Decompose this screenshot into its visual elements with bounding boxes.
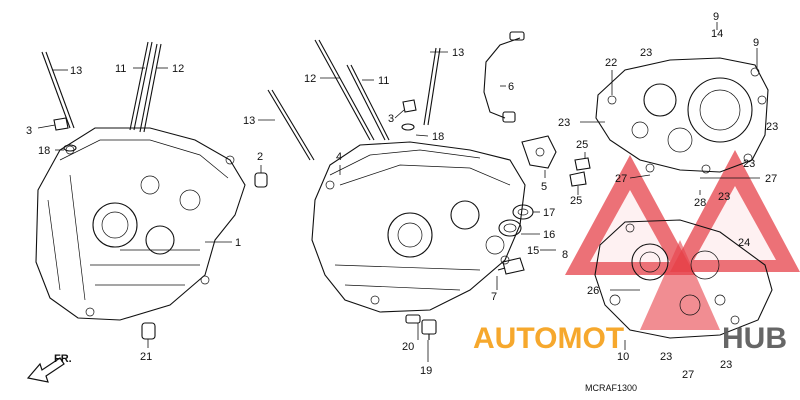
label-11-right: 11 (378, 75, 389, 87)
label-4: 4 (336, 151, 342, 163)
dowel-pins (141, 172, 268, 340)
label-23-bottom-left: 23 (660, 351, 672, 363)
label-23-top: 23 (640, 47, 652, 59)
label-16: 16 (543, 229, 555, 241)
label-27-left: 27 (615, 173, 627, 185)
label-18-right: 18 (432, 131, 444, 143)
label-23-right: 23 (766, 121, 778, 133)
label-20: 20 (402, 341, 414, 353)
label-28: 28 (694, 197, 706, 209)
watermark-text-hub: HUB (722, 322, 787, 355)
label-13-left: 13 (70, 65, 82, 77)
label-23-mid: 23 (743, 158, 755, 170)
label-21: 21 (140, 351, 152, 363)
sensor-harness (483, 31, 525, 123)
label-5: 5 (541, 181, 547, 193)
right-crankcase (311, 141, 526, 313)
part-labels: 13 11 12 3 18 2 1 21 12 11 13 13 4 3 18 … (26, 11, 778, 381)
watermark-logo (565, 150, 800, 330)
label-26: 26 (587, 285, 599, 297)
label-17: 17 (543, 207, 555, 219)
bracket-5 (521, 135, 557, 169)
label-12-left: 12 (172, 63, 184, 75)
leader-lines (37, 22, 760, 362)
drain-bolt (405, 314, 437, 340)
label-27-bottom: 27 (682, 369, 694, 381)
label-8: 8 (562, 249, 568, 261)
front-label: FR. (54, 353, 72, 365)
label-25-bottom: 25 (570, 195, 582, 207)
label-6: 6 (508, 81, 514, 93)
oil-seals (498, 204, 534, 237)
label-9-right: 9 (753, 37, 759, 49)
bolts-25 (569, 157, 591, 187)
label-23-lower: 23 (718, 191, 730, 203)
label-3-left: 3 (26, 125, 32, 137)
label-12-right: 12 (304, 73, 316, 85)
label-1: 1 (235, 237, 241, 249)
label-24: 24 (738, 237, 750, 249)
watermark-text-automot: AUTOMOT (473, 322, 624, 355)
label-3-right: 3 (388, 113, 394, 125)
label-14: 14 (711, 28, 723, 40)
label-25-top: 25 (576, 139, 588, 151)
front-direction-arrow: FR. (26, 353, 72, 383)
label-13-right-top: 13 (452, 47, 464, 59)
left-crankcase (35, 127, 246, 321)
crankcase-cover-lower (594, 219, 773, 339)
diagram-code: MCRAF1300 (585, 383, 637, 393)
label-13-right-mid: 13 (243, 115, 255, 127)
label-27-right: 27 (765, 173, 777, 185)
left-studs (41, 41, 162, 152)
label-10: 10 (617, 351, 629, 363)
label-2: 2 (257, 151, 263, 163)
label-7: 7 (491, 291, 497, 303)
watermark-text: AUTOMOT HUB (473, 322, 787, 355)
label-11-left: 11 (115, 63, 126, 75)
label-18-left: 18 (38, 145, 50, 157)
right-studs (267, 39, 441, 161)
neutral-switch (497, 257, 525, 275)
label-15: 15 (527, 245, 539, 257)
label-22: 22 (605, 57, 617, 69)
label-9-top: 9 (713, 11, 719, 23)
label-23-left: 23 (558, 117, 570, 129)
crankcase-cover-upper (595, 57, 769, 174)
label-19: 19 (420, 365, 432, 377)
label-23-bottom-right: 23 (720, 359, 732, 371)
